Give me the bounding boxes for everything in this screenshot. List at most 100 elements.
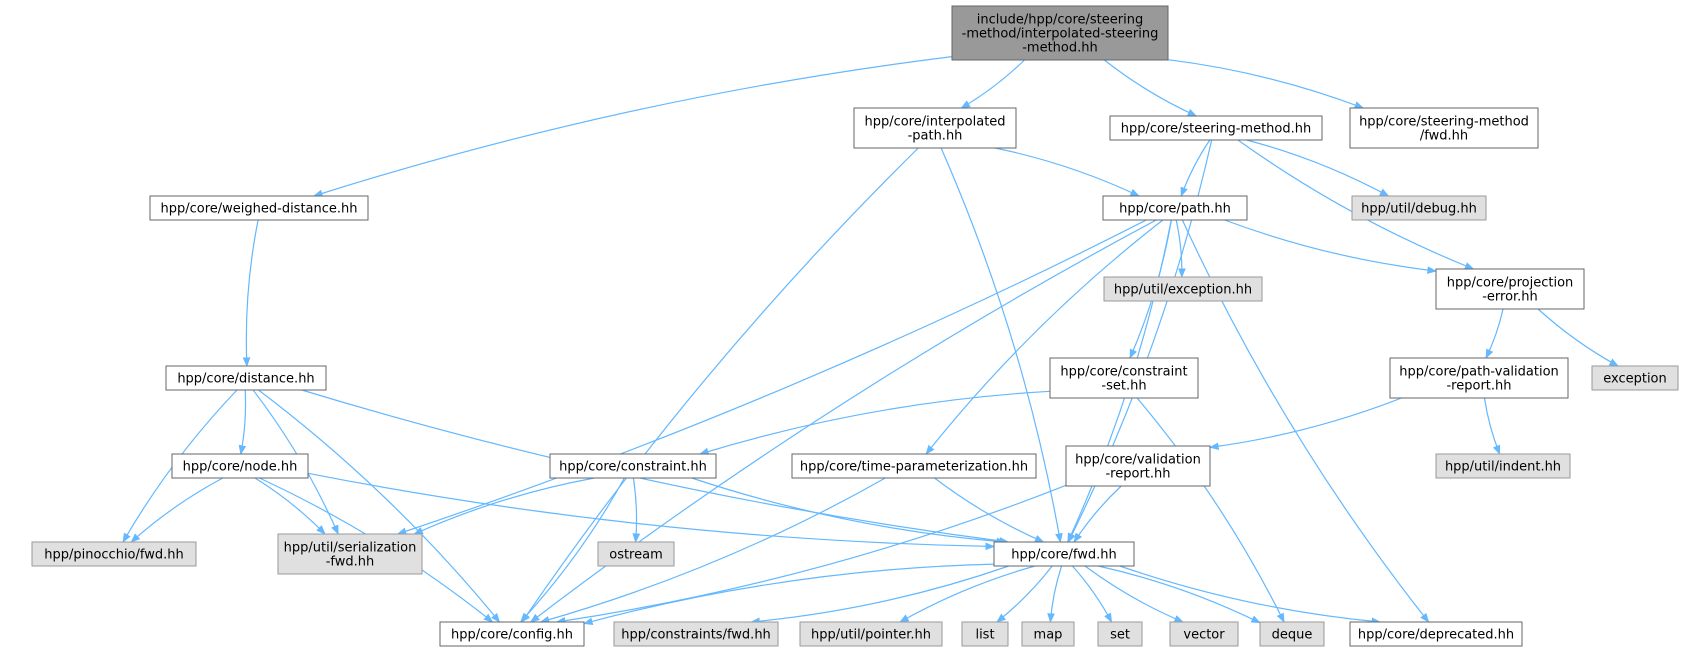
node-interp-path[interactable]: hpp/core/interpolated-path.hh bbox=[853, 107, 1017, 149]
node-config[interactable]: hpp/core/config.hh bbox=[439, 621, 585, 647]
node-ostream: ostream bbox=[597, 541, 675, 567]
node-box bbox=[853, 107, 1017, 149]
node-label: hpp/core/config.hh bbox=[451, 628, 573, 643]
node-label: -error.hh bbox=[1482, 290, 1538, 305]
node-path[interactable]: hpp/core/path.hh bbox=[1102, 195, 1248, 221]
node-box bbox=[791, 453, 1037, 479]
edge-validation_report-to-config bbox=[555, 484, 1067, 625]
edge-core_fwd-to-map bbox=[1047, 565, 1063, 623]
edge-constraint-to-config bbox=[519, 477, 625, 623]
edge-steering_method-to-path bbox=[1180, 139, 1211, 197]
edge-node-to-pinocchio_fwd bbox=[130, 477, 224, 543]
node-box bbox=[149, 195, 369, 221]
node-root[interactable]: include/hpp/core/steering-method/interpo… bbox=[951, 5, 1169, 61]
node-box bbox=[1349, 107, 1539, 149]
edge-constraint_set-to-constraint bbox=[699, 390, 1051, 456]
node-box bbox=[993, 541, 1135, 567]
node-label: exception bbox=[1603, 372, 1667, 387]
node-label: vector bbox=[1183, 628, 1225, 643]
node-label: hpp/core/weighed-distance.hh bbox=[160, 202, 357, 217]
node-util-exception: hpp/util/exception.hh bbox=[1103, 276, 1263, 302]
node-list: list bbox=[961, 621, 1009, 647]
node-util-serialization: hpp/util/serialization-fwd.hh bbox=[277, 533, 423, 575]
node-projection-error[interactable]: hpp/core/projection-error.hh bbox=[1435, 268, 1585, 310]
edge-root-to-sm_fwd bbox=[1167, 59, 1365, 109]
edge-interp_path-to-config bbox=[521, 147, 919, 623]
node-node[interactable]: hpp/core/node.hh bbox=[171, 453, 309, 479]
node-label: -fwd.hh bbox=[326, 555, 375, 570]
edge-constraint-to-ostream bbox=[632, 477, 641, 543]
edge-time_param-to-core_fwd bbox=[934, 477, 1045, 543]
edge-core_fwd-to-vector bbox=[1084, 565, 1184, 623]
node-box bbox=[1021, 621, 1075, 647]
edge-node-to-util_serialization bbox=[254, 477, 326, 535]
node-label: -method.hh bbox=[1022, 41, 1098, 56]
node-label: hpp/core/steering-method.hh bbox=[1121, 122, 1311, 137]
node-label: -method/interpolated-steering bbox=[962, 27, 1159, 42]
node-box bbox=[1103, 276, 1263, 302]
node-box bbox=[165, 365, 327, 391]
edge-distance-to-config bbox=[258, 389, 501, 623]
node-label: hpp/core/constraint bbox=[1060, 365, 1187, 380]
node-deque: deque bbox=[1259, 621, 1325, 647]
node-box bbox=[1259, 621, 1325, 647]
node-label: hpp/core/steering-method bbox=[1359, 115, 1529, 130]
node-label: hpp/core/deprecated.hh bbox=[1358, 628, 1514, 643]
node-box bbox=[597, 541, 675, 567]
node-label: set bbox=[1110, 628, 1130, 643]
edge-core_fwd-to-constraints_fwd bbox=[750, 565, 1009, 626]
node-box bbox=[1049, 357, 1199, 399]
node-label: hpp/core/projection bbox=[1447, 276, 1574, 291]
edge-constraint-to-util_serialization bbox=[413, 477, 595, 535]
node-label: include/hpp/core/steering bbox=[977, 13, 1143, 28]
node-map: map bbox=[1021, 621, 1075, 647]
edge-path_validation_report-to-util_indent bbox=[1483, 397, 1501, 455]
node-label: hpp/core/interpolated bbox=[864, 115, 1005, 130]
edge-path-to-projection_error bbox=[1224, 219, 1437, 274]
node-label: -report.hh bbox=[1446, 379, 1511, 394]
edge-node-to-core_fwd bbox=[307, 472, 995, 551]
edge-path-to-time_param bbox=[925, 219, 1164, 455]
node-path-validation-report[interactable]: hpp/core/path-validation-report.hh bbox=[1389, 357, 1569, 399]
node-box bbox=[961, 621, 1009, 647]
node-label: hpp/core/fwd.hh bbox=[1011, 548, 1117, 563]
edge-projection_error-to-path_validation_report bbox=[1485, 308, 1504, 359]
node-label: hpp/util/serialization bbox=[284, 541, 417, 556]
node-box bbox=[951, 5, 1169, 61]
node-label: list bbox=[975, 628, 994, 643]
node-box bbox=[1389, 357, 1569, 399]
node-label: hpp/util/indent.hh bbox=[1445, 460, 1561, 475]
node-label: hpp/constraints/fwd.hh bbox=[621, 628, 771, 643]
edge-path_validation_report-to-validation_report bbox=[1209, 397, 1402, 451]
node-label: hpp/core/validation bbox=[1075, 453, 1201, 468]
edge-core_fwd-to-util_pointer bbox=[899, 565, 1036, 623]
node-label: hpp/core/node.hh bbox=[183, 460, 298, 475]
node-util-pointer: hpp/util/pointer.hh bbox=[799, 621, 943, 647]
node-sm-fwd[interactable]: hpp/core/steering-method/fwd.hh bbox=[1349, 107, 1539, 149]
edge-distance-to-node bbox=[238, 389, 247, 455]
node-box bbox=[1169, 621, 1239, 647]
node-time-param[interactable]: hpp/core/time-parameterization.hh bbox=[791, 453, 1037, 479]
edge-projection_error-to-exception bbox=[1537, 308, 1619, 367]
node-constraint[interactable]: hpp/core/constraint.hh bbox=[549, 453, 717, 479]
node-box bbox=[1102, 195, 1248, 221]
node-core-fwd[interactable]: hpp/core/fwd.hh bbox=[993, 541, 1135, 567]
node-box bbox=[1591, 365, 1679, 391]
node-validation-report[interactable]: hpp/core/validation-report.hh bbox=[1065, 445, 1211, 487]
node-util-debug: hpp/util/debug.hh bbox=[1351, 195, 1487, 221]
node-pinocchio-fwd: hpp/pinocchio/fwd.hh bbox=[31, 541, 197, 567]
node-box bbox=[1097, 621, 1143, 647]
node-label: deque bbox=[1272, 628, 1313, 643]
edge-root-to-interp_path bbox=[960, 59, 1025, 109]
node-deprecated[interactable]: hpp/core/deprecated.hh bbox=[1349, 621, 1523, 647]
node-constraint-set[interactable]: hpp/core/constraint-set.hh bbox=[1049, 357, 1199, 399]
edge-path-to-util_exception bbox=[1175, 219, 1186, 278]
edge-root-to-weighed_distance bbox=[312, 56, 953, 198]
node-distance[interactable]: hpp/core/distance.hh bbox=[165, 365, 327, 391]
node-box bbox=[1349, 621, 1523, 647]
edge-interp_path-to-core_fwd bbox=[940, 147, 1063, 543]
node-label: hpp/core/path-validation bbox=[1399, 365, 1559, 380]
node-steering-method[interactable]: hpp/core/steering-method.hh bbox=[1109, 115, 1323, 141]
edge-core_fwd-to-deque bbox=[1098, 565, 1261, 624]
node-weighed-distance[interactable]: hpp/core/weighed-distance.hh bbox=[149, 195, 369, 221]
